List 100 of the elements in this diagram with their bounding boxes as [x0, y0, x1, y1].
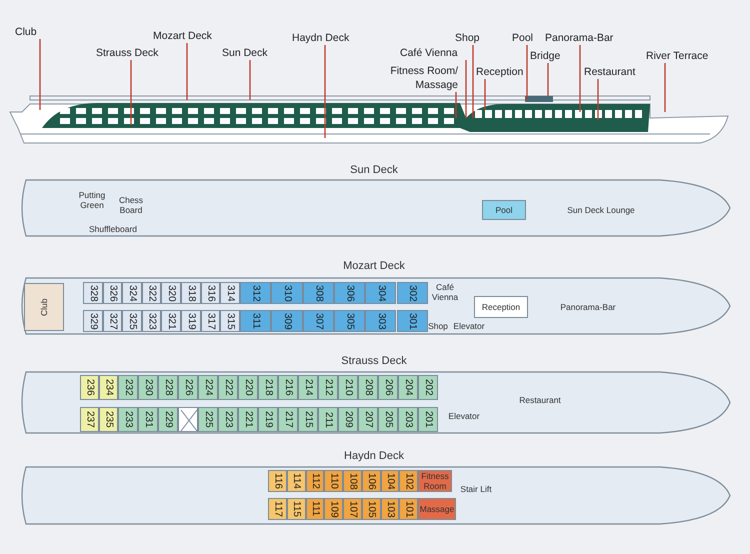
cabin: 304	[365, 282, 396, 304]
area-label: Elevator	[444, 410, 484, 421]
cabin: 117	[268, 498, 287, 520]
cabin: 109	[324, 498, 343, 520]
deck-title: Sun Deck	[349, 164, 399, 176]
cabin: 314	[220, 282, 240, 304]
cabin: 311	[240, 310, 272, 332]
leader-line	[597, 79, 599, 120]
cabin: 324	[122, 282, 142, 304]
leader-line	[465, 60, 467, 118]
cabin: 111	[306, 498, 324, 520]
leader-line	[130, 60, 132, 125]
cabin: 103	[380, 498, 400, 520]
cabin: 201	[418, 407, 438, 432]
pool-area: Pool	[482, 200, 526, 220]
leader-line	[526, 45, 528, 100]
callout-label: Restaurant	[584, 65, 640, 79]
cabin: 325	[122, 310, 142, 332]
cabin: 212	[318, 375, 338, 400]
leader-line	[484, 79, 486, 110]
cabin: 310	[271, 282, 303, 304]
cabin: 106	[362, 470, 380, 492]
area-label: Chess Board	[113, 194, 149, 216]
cabin: 303	[365, 310, 396, 332]
cabin: 203	[398, 407, 418, 432]
cabin: 217	[278, 407, 298, 432]
leader-line	[472, 45, 474, 118]
area-label: Putting Green	[72, 188, 112, 212]
cabin: 316	[200, 282, 220, 304]
cabin: 312	[240, 282, 272, 304]
cabin: 228	[158, 375, 178, 400]
deck-title: Haydn Deck	[343, 450, 405, 462]
cabin: 322	[142, 282, 162, 304]
cabin: 101	[399, 498, 418, 520]
cabin: 318	[181, 282, 201, 304]
cabin: 302	[396, 282, 428, 304]
area-label: Stair Lift	[456, 483, 496, 495]
cabin: 102	[399, 470, 418, 492]
fitness-room: Fitness Room	[418, 470, 452, 492]
cabin: 308	[302, 282, 334, 304]
cabin: 235	[99, 407, 118, 432]
cabin: 233	[118, 407, 138, 432]
area-label: Shop	[428, 320, 448, 331]
cabin: 205	[378, 407, 398, 432]
callout-label: River Terrace	[646, 49, 716, 63]
deck-title: Strauss Deck	[340, 355, 408, 367]
area-label: Shuffleboard	[80, 223, 146, 234]
cabin: 208	[358, 375, 378, 400]
cabin: 237	[80, 407, 99, 432]
cabin: 231	[138, 407, 158, 432]
cabin: 222	[218, 375, 238, 400]
area-label: Elevator	[450, 320, 488, 331]
deck-title: Mozart Deck	[342, 260, 406, 272]
cabin: 301	[396, 310, 428, 332]
leader-line	[324, 45, 326, 138]
callout-label: Mozart Deck	[153, 29, 219, 43]
cabin: 305	[334, 310, 366, 332]
leader-line	[249, 60, 251, 100]
callout-label: Café Vienna	[400, 46, 464, 60]
leader-line	[579, 45, 581, 112]
area-label: Café Vienna	[430, 281, 460, 303]
callout-label: Reception	[476, 65, 524, 79]
cabin: 328	[83, 282, 103, 304]
leader-line	[39, 39, 41, 110]
cabin: 218	[258, 375, 278, 400]
cabin: 216	[278, 375, 298, 400]
cabin: 215	[298, 407, 318, 432]
cabin: 204	[398, 375, 418, 400]
cabin: 225	[198, 407, 218, 432]
cabin: 327	[102, 310, 122, 332]
cabin: 326	[102, 282, 122, 304]
cabin: 112	[306, 470, 324, 492]
ship-side-view-drawing	[10, 94, 730, 144]
cabin: 319	[181, 310, 201, 332]
leader-line	[664, 63, 666, 112]
cabin: 323	[142, 310, 162, 332]
cabin: 115	[286, 498, 306, 520]
cabin: 211	[318, 407, 338, 432]
cabin: 329	[83, 310, 103, 332]
cabin: 209	[338, 407, 358, 432]
area-label: Panorama-Bar	[548, 300, 628, 314]
cabin: 105	[362, 498, 380, 520]
cabin: 202	[418, 375, 438, 400]
club-area: Club	[24, 283, 64, 331]
callout-label: Haydn Deck	[292, 31, 356, 45]
callout-label: Panorama-Bar	[545, 31, 617, 45]
callout-label: Bridge	[530, 49, 566, 63]
cabin: 315	[220, 310, 240, 332]
blocked-cabin	[178, 407, 198, 432]
callout-label: Sun Deck	[222, 46, 272, 60]
cabin: 226	[178, 375, 198, 400]
cabin: 306	[334, 282, 366, 304]
cabin: 234	[99, 375, 118, 400]
leader-line	[455, 92, 457, 118]
cabin: 229	[158, 407, 178, 432]
massage-room: Massage	[418, 498, 456, 520]
cabin: 307	[302, 310, 334, 332]
cabin: 232	[118, 375, 138, 400]
cabin: 219	[258, 407, 278, 432]
cabin: 320	[161, 282, 181, 304]
